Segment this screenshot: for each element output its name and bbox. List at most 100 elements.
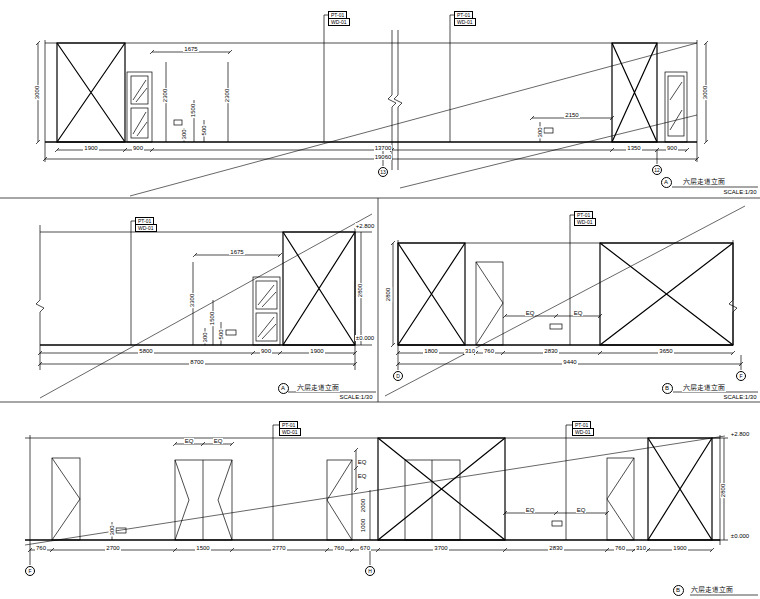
drawing-line [173, 442, 234, 446]
dimension-text: EQ [525, 310, 536, 317]
dimension-text: ±0.000 [730, 533, 750, 540]
grid-bubble: F [736, 371, 746, 381]
panel-frame [0, 198, 760, 402]
drawing-line [544, 128, 553, 133]
dimension-text: 1000 [361, 517, 368, 532]
drawing-line [355, 232, 372, 345]
elevation-symbol: A [278, 383, 289, 394]
dimension-text: 300 [537, 126, 544, 138]
drawing-line [612, 43, 657, 142]
drawing-line [607, 458, 634, 540]
drawing-line [648, 438, 712, 540]
drawing-line [665, 72, 687, 142]
node-text: WD-01 [577, 219, 593, 225]
drawing-line [131, 221, 135, 345]
dimension-text: 2150 [564, 112, 579, 119]
dimension-text: EQ [576, 507, 587, 514]
node-text: A [281, 385, 285, 392]
drawing-line [327, 460, 352, 540]
node-text: 13 [380, 169, 386, 175]
drawing-line [398, 240, 741, 370]
dimension-text: 13700 [374, 145, 393, 152]
view-title: 六层走道立面 [682, 384, 726, 392]
drawing-line [383, 150, 657, 166]
node-text: WD-01 [282, 429, 298, 435]
node-text: 12 [654, 167, 660, 173]
dimension-text: EQ [357, 473, 368, 480]
dimension-text: 2700 [105, 545, 120, 552]
node-text: F [28, 568, 31, 574]
drawing-line [175, 460, 232, 540]
view-title: 六层走道立面 [682, 178, 726, 186]
material-tag: WD-01 [572, 428, 594, 436]
elevation-b-bottom [25, 425, 758, 595]
dimension-text: +2.800 [730, 431, 751, 438]
drawing-line [166, 62, 228, 142]
dimension-text: 300 [109, 524, 116, 536]
node-text: A [664, 179, 668, 186]
view-title: 六层走道立面 [296, 384, 340, 392]
dimension-text: EQ [525, 507, 536, 514]
material-tag: WD-01 [135, 224, 157, 232]
dimension-text: 19060 [374, 154, 393, 161]
drawing-line [55, 148, 689, 152]
elevation-symbol: A [661, 177, 672, 188]
grid-bubble: 13 [378, 167, 388, 177]
material-tag: WD-01 [279, 428, 301, 436]
drawing-line [476, 262, 503, 345]
dimension-text: 300 [202, 331, 209, 343]
dimension-text: 760 [35, 545, 47, 552]
dimension-text: 2000 [361, 497, 368, 512]
drawing-line [226, 330, 236, 335]
drawing-line [258, 285, 276, 339]
dimension-text: EQ [573, 310, 584, 317]
dimension-text: 310 [464, 348, 476, 355]
drawing-line [130, 43, 697, 196]
drawing-line [672, 187, 758, 188]
dimension-text: 1675 [229, 249, 244, 256]
drawing-line [648, 438, 712, 540]
drawing-line [476, 262, 503, 345]
elevation-b-right [385, 206, 758, 396]
dimension-text: 1900 [309, 348, 324, 355]
drawing-line [327, 460, 352, 540]
dimension-text: 670 [359, 545, 371, 552]
drawing-line [283, 232, 355, 345]
dimension-text: 2800 [721, 482, 728, 497]
drawing-line [378, 438, 505, 540]
dimension-text: EQ [184, 438, 195, 445]
drawing-line [670, 82, 682, 130]
dimension-text: 3000 [35, 84, 42, 99]
node-text: WD-01 [331, 19, 347, 25]
node-text: B [676, 587, 680, 594]
drawing-line [127, 72, 152, 142]
dimension-text: 1900 [672, 545, 687, 552]
dimension-text: 1500 [195, 545, 210, 552]
drawing-line [40, 214, 372, 398]
dimension-text: 8700 [189, 359, 204, 366]
drawing-line [253, 277, 280, 345]
node-text: WD-01 [575, 429, 591, 435]
dimension-text: 3300 [190, 292, 197, 307]
drawing-line [712, 438, 728, 540]
dimension-text: 760 [483, 348, 495, 355]
dimension-text: 1675 [183, 46, 198, 53]
drawing-line [175, 460, 232, 540]
dimension-text: 760 [614, 545, 626, 552]
drawing-line [600, 243, 733, 345]
drawing-line [432, 460, 433, 540]
drawing-line [133, 80, 147, 136]
node-text: F [739, 373, 742, 379]
drawing-line [600, 243, 733, 345]
node-text: D [396, 373, 400, 379]
drawing-line [25, 436, 725, 545]
drawing-line [398, 243, 465, 345]
dimension-text: 1500 [191, 102, 198, 117]
grid-bubble: F [25, 566, 35, 576]
drawing-line [0, 198, 760, 402]
dimension-text: ±0.000 [355, 335, 375, 342]
node-text: WD-01 [138, 225, 154, 231]
drawing-line [57, 43, 125, 142]
drawing-line [28, 548, 714, 552]
